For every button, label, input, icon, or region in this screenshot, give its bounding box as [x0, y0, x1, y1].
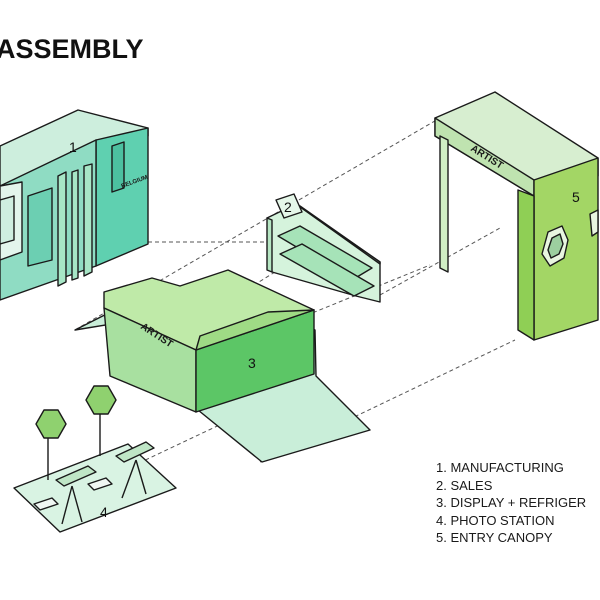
- legend-item: 1. MANUFACTURING: [436, 460, 564, 475]
- legend-item: 3. DISPLAY + REFRIGER: [436, 495, 587, 510]
- legend: 1. MANUFACTURING 2. SALES 3. DISPLAY + R…: [436, 459, 586, 547]
- legend-item: 2. SALES: [436, 477, 493, 493]
- sales-shelf: [266, 193, 381, 303]
- page-title: ASSEMBLY: [0, 34, 144, 64]
- photo-station: [13, 385, 177, 533]
- component-number-4: 4: [100, 504, 108, 520]
- entry-canopy: [434, 91, 599, 341]
- component-number-3: 3: [248, 355, 256, 371]
- legend-item: 4. PHOTO STATION: [436, 512, 555, 528]
- manufacturing-unit: [0, 109, 149, 301]
- display-counter: [103, 269, 315, 413]
- legend-item: 5. ENTRY CANOPY: [436, 530, 553, 545]
- component-number-5: 5: [572, 189, 580, 205]
- component-number-2: 2: [284, 199, 292, 215]
- component-number-1: 1: [69, 139, 77, 155]
